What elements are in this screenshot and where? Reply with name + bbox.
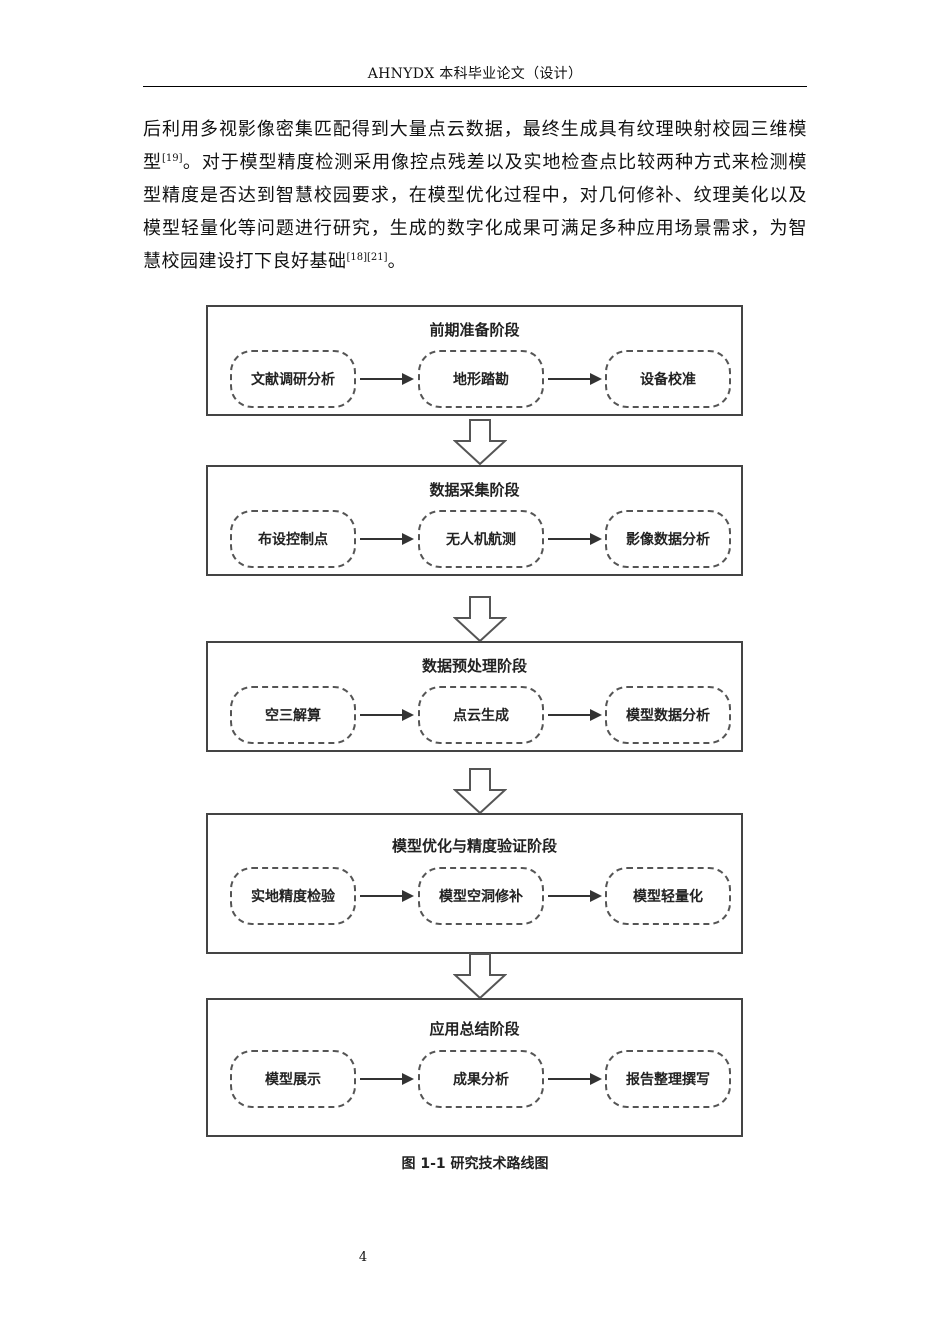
- step-box: 文献调研分析: [230, 350, 356, 408]
- stage-title: 模型优化与精度验证阶段: [391, 837, 557, 855]
- right-arrow-icon: [360, 1073, 414, 1085]
- step-box: 无人机航测: [418, 510, 544, 568]
- right-arrow-icon: [360, 373, 414, 385]
- stage-preprocessing: 数据预处理阶段 空三解算 点云生成 模型数据分析: [206, 641, 743, 752]
- stage-application-summary: 应用总结阶段 模型展示 成果分析 报告整理撰写: [206, 998, 743, 1137]
- down-arrow-icon: [453, 419, 507, 465]
- stage-title: 前期准备阶段: [429, 321, 520, 339]
- step-box: 模型展示: [230, 1050, 356, 1108]
- right-arrow-icon: [360, 890, 414, 902]
- running-header: AHNYDX 本科毕业论文（设计）: [367, 66, 583, 82]
- step-box: 模型空洞修补: [418, 867, 544, 925]
- down-arrow-icon: [453, 953, 507, 999]
- step-box: 布设控制点: [230, 510, 356, 568]
- figure-caption: 图 1-1 研究技术路线图: [401, 1156, 549, 1172]
- step-box: 影像数据分析: [605, 510, 731, 568]
- body-paragraph: 后利用多视影像密集匹配得到大量点云数据，最终生成具有纹理映射校园三维模型[19]…: [143, 113, 807, 278]
- down-arrow-icon: [453, 768, 507, 814]
- step-box: 点云生成: [418, 686, 544, 744]
- step-box: 成果分析: [418, 1050, 544, 1108]
- down-arrow-icon: [453, 596, 507, 642]
- stage-optimization-validation: 模型优化与精度验证阶段 实地精度检验 模型空洞修补 模型轻量化: [206, 813, 743, 954]
- right-arrow-icon: [548, 890, 602, 902]
- paragraph-text-3: 。: [387, 251, 407, 272]
- paragraph-text-2: 。对于模型精度检测采用像控点残差以及实地检查点比较两种方式来检测模型精度是否达到…: [143, 152, 808, 272]
- paragraph-text-1: 后利用多视影像密集匹配得到大量点云数据，最终生成具有纹理映射校园三维模型: [143, 119, 807, 173]
- step-box: 报告整理撰写: [605, 1050, 731, 1108]
- right-arrow-icon: [548, 1073, 602, 1085]
- stage-preparation: 前期准备阶段 文献调研分析 地形踏勘 设备校准: [206, 305, 743, 416]
- header-rule: [143, 86, 807, 87]
- step-box: 空三解算: [230, 686, 356, 744]
- stage-title: 数据预处理阶段: [421, 657, 527, 675]
- stage-data-collection: 数据采集阶段 布设控制点 无人机航测 影像数据分析: [206, 465, 743, 576]
- right-arrow-icon: [548, 709, 602, 721]
- step-box: 模型数据分析: [605, 686, 731, 744]
- step-box: 地形踏勘: [418, 350, 544, 408]
- stage-title: 数据采集阶段: [429, 481, 520, 499]
- right-arrow-icon: [360, 709, 414, 721]
- right-arrow-icon: [548, 533, 602, 545]
- stage-title: 应用总结阶段: [429, 1020, 520, 1038]
- right-arrow-icon: [548, 373, 602, 385]
- step-box: 设备校准: [605, 350, 731, 408]
- step-box: 模型轻量化: [605, 867, 731, 925]
- citation-18-21: [18][21]: [346, 252, 388, 263]
- right-arrow-icon: [360, 533, 414, 545]
- page-number: 4: [358, 1250, 368, 1265]
- step-box: 实地精度检验: [230, 867, 356, 925]
- citation-19: [19]: [161, 153, 183, 164]
